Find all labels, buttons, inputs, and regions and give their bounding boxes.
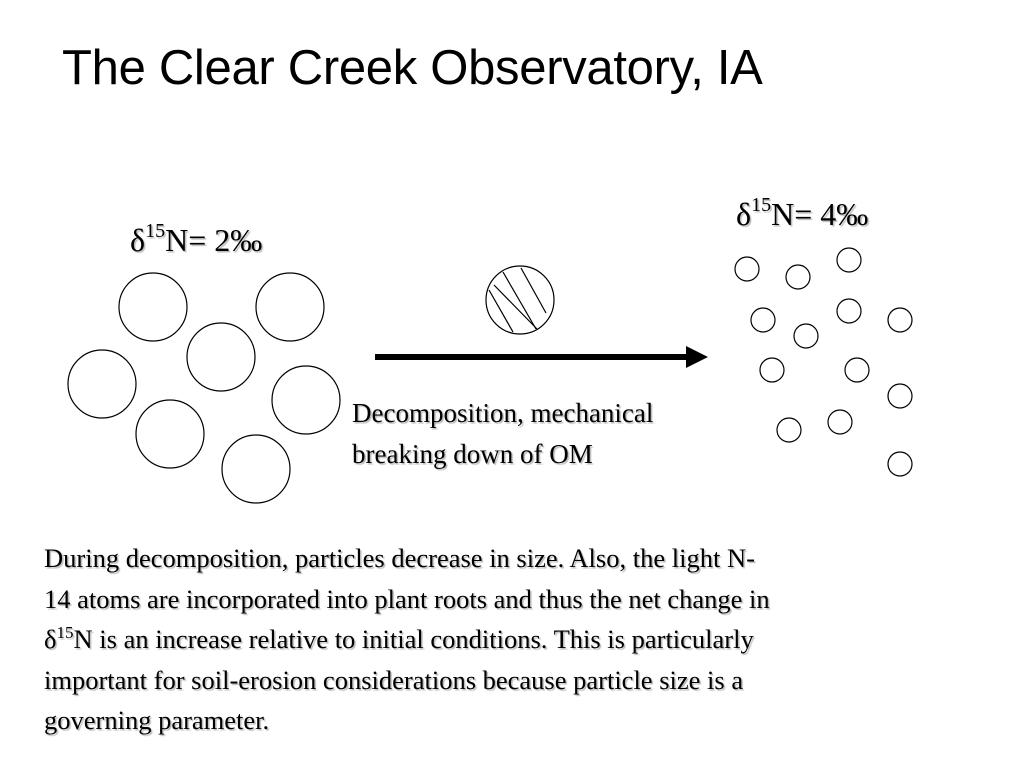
paragraph-line: governing parameter. [44, 705, 270, 735]
paragraph-line: During decomposition, particles decrease… [44, 543, 755, 573]
isotope-superscript: 15 [56, 623, 74, 643]
initial-delta15n-label: δ15N= 2‰ [130, 220, 263, 259]
large-particle [135, 399, 205, 469]
small-particle [887, 383, 913, 409]
large-particles-group [67, 272, 341, 504]
small-particle [785, 264, 811, 290]
process-caption-line: Decomposition, mechanical [352, 398, 654, 428]
delta-symbol: δ [130, 222, 146, 258]
slide-title: The Clear Creek Observatory, IA [62, 41, 763, 95]
explanation-paragraph: During decomposition, particles decrease… [44, 538, 984, 741]
final-delta15n-label: δ15N= 4‰ [736, 194, 869, 233]
small-particle [827, 409, 853, 435]
small-particle [887, 451, 913, 477]
small-particle [836, 247, 862, 273]
process-caption-line: breaking down of OM [352, 439, 593, 469]
final-value: N= 4‰ [771, 196, 869, 232]
paragraph-line: 14 atoms are incorporated into plant roo… [44, 583, 770, 614]
crossed-particle-icon [485, 265, 555, 335]
initial-value: N= 2‰ [165, 222, 263, 258]
large-particle [221, 434, 291, 504]
small-particle [836, 298, 862, 324]
small-particle [734, 256, 760, 282]
small-particles-group [734, 247, 913, 477]
small-particle [844, 357, 870, 383]
small-particle [887, 307, 913, 333]
large-particle [67, 349, 137, 419]
paragraph-line: important for soil-erosion consideration… [44, 664, 744, 695]
small-particle [750, 307, 776, 333]
small-particle [776, 417, 802, 443]
large-particle [186, 322, 256, 392]
delta-symbol: δ [44, 624, 57, 654]
paragraph-line: δ15N is an increase relative to initial … [44, 619, 984, 660]
isotope-superscript: 15 [145, 220, 166, 243]
delta-symbol: δ [736, 196, 752, 232]
small-particle [759, 357, 785, 383]
large-particle [271, 365, 341, 435]
process-caption: Decomposition, mechanical breaking down … [352, 393, 732, 475]
isotope-superscript: 15 [751, 194, 772, 217]
process-arrow [375, 346, 708, 368]
large-particle [118, 272, 188, 342]
small-particle [793, 323, 819, 349]
large-particle [255, 272, 325, 342]
paragraph-line-text: N is an increase relative to initial con… [73, 624, 754, 654]
